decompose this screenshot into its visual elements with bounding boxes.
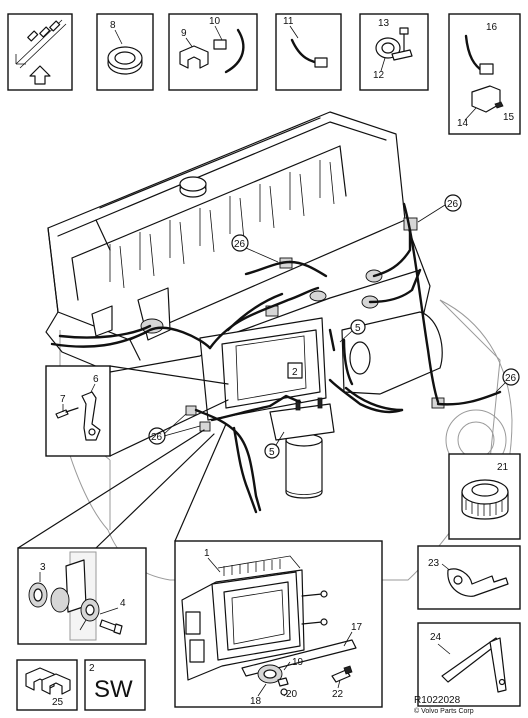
callout-8: 8 [110, 20, 116, 31]
callout-26-top: 26 [447, 199, 459, 210]
navigation-icon-box [7, 13, 73, 91]
callout-22: 22 [332, 689, 344, 700]
part-box-11: 11 [275, 13, 342, 91]
part-box-6-7: 6 7 [45, 365, 111, 457]
callout-6: 6 [93, 374, 99, 385]
callout-26-left: 26 [151, 432, 163, 443]
callout-21: 21 [497, 462, 509, 473]
part-box-14-15-16: 16 15 14 [448, 13, 521, 135]
callout-10: 10 [209, 16, 221, 27]
callout-9: 9 [181, 28, 187, 39]
part-box-1-ecu: 1 17 18 19 20 22 [174, 540, 383, 708]
callout-25: 25 [52, 697, 64, 708]
engine-block-assembly: 2 [45, 111, 513, 581]
callout-3-top: 3 [40, 562, 46, 573]
leader-3-4-left [17, 429, 205, 549]
callout-23: 23 [428, 558, 440, 569]
callout-7: 7 [60, 394, 66, 405]
sw-reference-box: 2 SW [84, 659, 146, 711]
part-box-9-10: 9 10 [168, 13, 258, 91]
part-box-23: 23 [417, 545, 521, 610]
part-box-12-13: 13 12 [359, 13, 429, 91]
callout-11: 11 [283, 16, 294, 27]
callout-24: 24 [430, 632, 442, 643]
part-box-3-4: 3 4 3 [17, 547, 147, 645]
callout-2: 2 [292, 367, 298, 378]
leader-6-7-bottom [109, 399, 229, 457]
leader-3-4-right [95, 433, 215, 549]
drawing-reference: R1022028 [414, 695, 461, 706]
part-box-21: 21 [448, 453, 521, 540]
leader-1-left [174, 423, 227, 542]
callout-12: 12 [373, 70, 385, 81]
leader-6-7-top [109, 365, 229, 385]
part-box-25: 25 [16, 659, 78, 711]
callout-15: 15 [503, 112, 515, 123]
navigation-arrow-icon [15, 19, 67, 69]
callout-5-lower: 5 [269, 447, 275, 458]
wiring-harness [50, 202, 502, 514]
callout-14: 14 [457, 118, 469, 129]
part-box-8: 8 [96, 13, 154, 91]
fuel-filter [285, 433, 323, 499]
callout-26-right: 26 [505, 373, 517, 384]
callout-5-upper: 5 [355, 323, 361, 334]
callout-18: 18 [250, 696, 262, 707]
callout-13: 13 [378, 18, 390, 29]
sw-part-number: 2 [89, 663, 95, 674]
callout-17: 17 [351, 622, 363, 633]
callout-20: 20 [286, 689, 298, 700]
ring-part [107, 46, 143, 75]
engine-callouts: 26 26 26 26 5 5 [148, 194, 520, 459]
copyright-notice: © Volvo Parts Corp [414, 707, 474, 715]
callout-16: 16 [486, 22, 498, 33]
part-box-24: 24 [417, 622, 521, 707]
callout-1: 1 [204, 548, 210, 559]
sw-label: SW [94, 676, 133, 703]
callout-26-mid: 26 [234, 239, 246, 250]
callout-19: 19 [292, 657, 304, 668]
up-arrow-icon [29, 65, 51, 85]
callout-4: 4 [120, 598, 126, 609]
